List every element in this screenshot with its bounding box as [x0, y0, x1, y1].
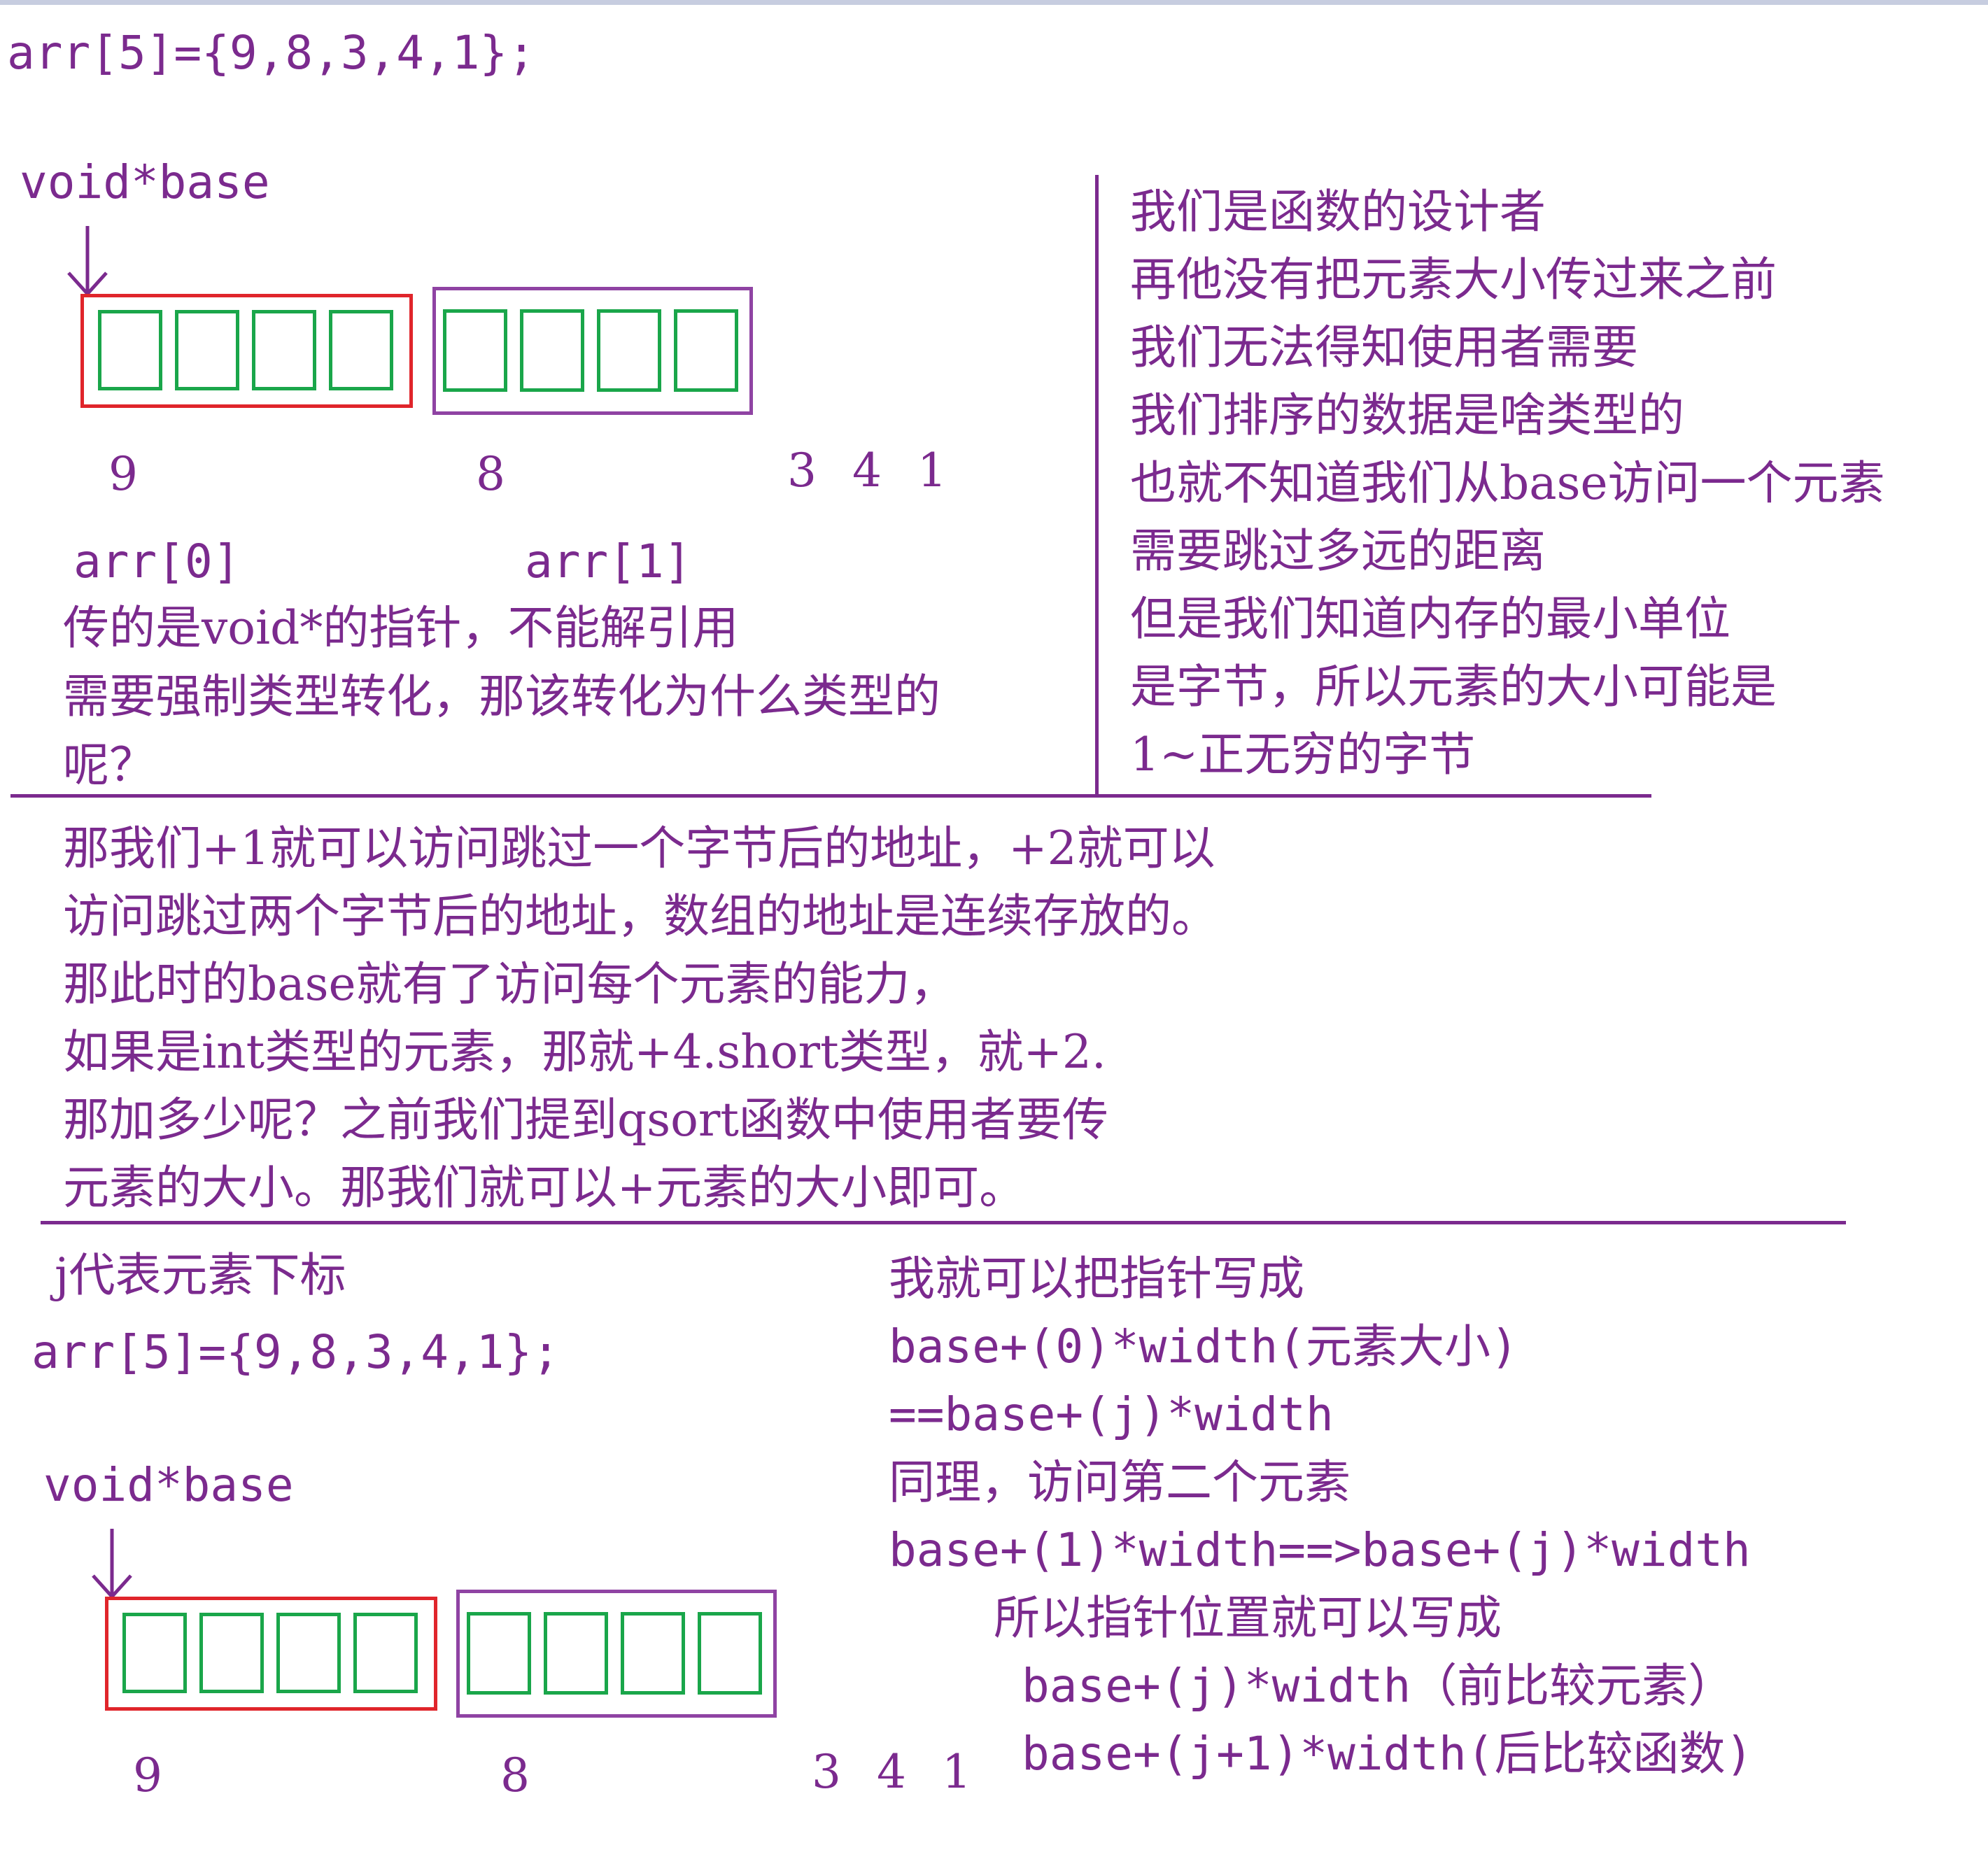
panel-line: 1~正无穷的字节	[1130, 728, 1476, 782]
element-1-box	[432, 287, 753, 415]
byte-cell	[544, 1612, 608, 1695]
byte-cell	[199, 1613, 264, 1693]
value-9: 9	[133, 1748, 162, 1802]
formula-line: base+(j)*width（前比较元素）	[1022, 1659, 1735, 1713]
middle-line: 那此时的base就有了访问每个元素的能力，	[63, 957, 957, 1011]
element-0-box	[80, 294, 413, 408]
panel-line: 也就不知道我们从base访问一个元素	[1130, 456, 1885, 510]
base-pointer-label-2: void*base	[43, 1458, 294, 1512]
byte-cell	[443, 309, 507, 392]
panel-line: 是字节，所以元素的大小可能是	[1130, 660, 1777, 714]
byte-cell	[621, 1612, 685, 1695]
base-arrow-icon	[67, 226, 108, 295]
arr1-label: arr[1]	[525, 535, 692, 588]
byte-cell	[467, 1612, 531, 1695]
panel-line: 但是我们知道内存的最小单位	[1130, 592, 1730, 646]
element-1-box	[456, 1590, 777, 1718]
formula-line: 我就可以把指针写成	[889, 1252, 1304, 1306]
byte-cell	[175, 310, 239, 390]
middle-line: 访问跳过两个字节后的地址，数组的地址是连续存放的。	[63, 889, 1218, 943]
byte-cell	[698, 1612, 762, 1695]
middle-line: 如果是int类型的元素，那就+4.short类型，就+2.	[63, 1025, 1106, 1079]
middle-line: 元素的大小。那我们就可以+元素的大小即可。	[63, 1161, 1026, 1215]
panel-line: 我们无法得知使用者需要	[1130, 320, 1638, 374]
value-rest: 3 4 1	[787, 444, 947, 497]
note-line: 传的是void*的指针，不能解引用	[63, 601, 739, 655]
value-rest: 3 4 1	[812, 1745, 971, 1799]
byte-cell	[597, 309, 661, 392]
byte-cell	[276, 1613, 341, 1693]
byte-cell	[353, 1613, 418, 1693]
value-8: 8	[476, 447, 505, 501]
byte-cell	[520, 309, 584, 392]
top-border	[0, 0, 1988, 5]
byte-cell	[252, 310, 316, 390]
base-pointer-label: void*base	[20, 155, 270, 209]
vertical-divider	[1095, 175, 1099, 798]
section-divider	[41, 1221, 1846, 1224]
element-0-box	[105, 1597, 437, 1711]
panel-line: 需要跳过多远的距离	[1130, 524, 1546, 578]
panel-line: 我们排序的数据是啥类型的	[1130, 388, 1684, 442]
middle-line: 那我们+1就可以访问跳过一个字节后的地址，+2就可以	[63, 821, 1215, 875]
arr0-label: arr[0]	[73, 535, 241, 588]
index-note: j代表元素下标	[55, 1248, 346, 1302]
section-divider	[10, 794, 1651, 798]
formula-line: 同理，访问第二个元素	[889, 1455, 1351, 1509]
formula-line: base+(0)*width(元素大小)	[889, 1320, 1518, 1373]
formula-line: ==base+(j)*width	[889, 1387, 1334, 1441]
formula-line: base+(j+1)*width(后比较函数)	[1022, 1727, 1754, 1781]
middle-line: 那加多少呢？之前我们提到qsort函数中使用者要传	[63, 1093, 1108, 1147]
byte-cell	[674, 309, 738, 392]
formula-line: base+(1)*width==>base+(j)*width	[889, 1523, 1751, 1577]
value-8: 8	[500, 1748, 530, 1802]
formula-line: 所以指针位置就可以写成	[994, 1591, 1502, 1645]
array-declaration: arr[5]={9,8,3,4,1};	[7, 26, 535, 80]
byte-cell	[122, 1613, 187, 1693]
value-9: 9	[108, 447, 138, 501]
array-declaration-2: arr[5]={9,8,3,4,1};	[31, 1325, 560, 1379]
byte-cell	[329, 310, 393, 390]
byte-cell	[98, 310, 162, 390]
panel-line: 再他没有把元素大小传过来之前	[1130, 253, 1777, 306]
panel-line: 我们是函数的设计者	[1130, 185, 1546, 239]
base-arrow-icon	[92, 1529, 132, 1598]
note-line: 需要强制类型转化，那该转化为什么类型的	[63, 670, 940, 723]
note-line: 呢？	[63, 738, 155, 792]
